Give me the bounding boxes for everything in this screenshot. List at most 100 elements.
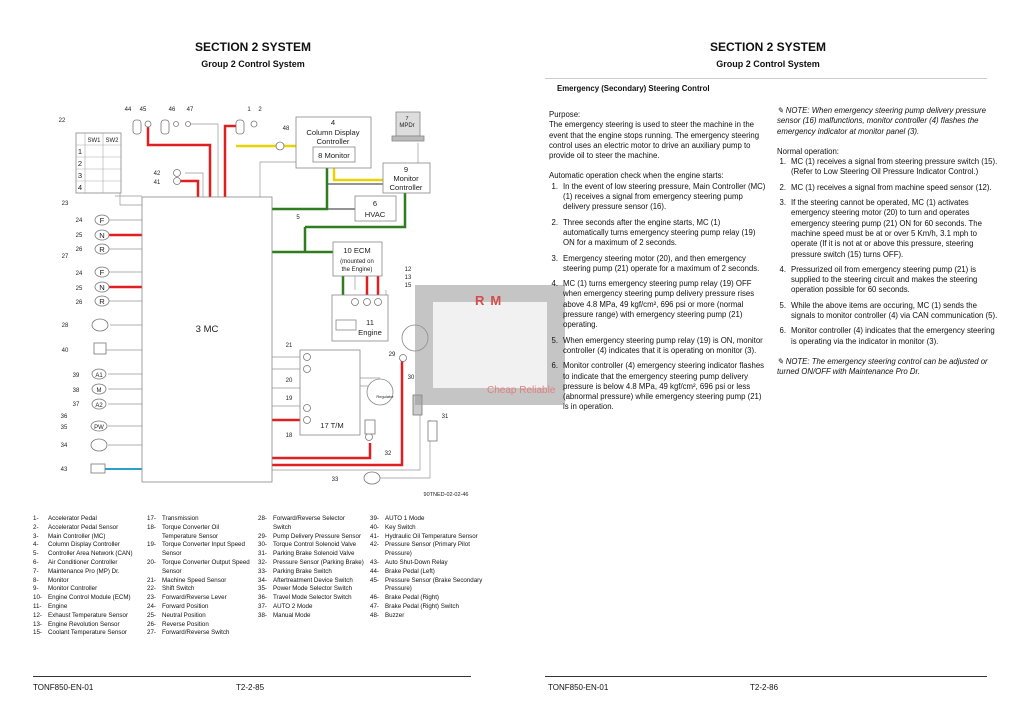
diagram-label: N (99, 231, 104, 240)
diagram-label: Column Display (306, 128, 359, 137)
legend-label: Forward/Reverse Lever (162, 594, 227, 602)
diagram-label: 2 (78, 159, 82, 168)
diagram-label: 6 (373, 199, 377, 208)
diagram-label: 22 (59, 118, 66, 124)
diagram-label: 21 (286, 343, 293, 349)
legend-number: 3- (33, 532, 39, 540)
legend-item: 17-Transmission (147, 515, 253, 524)
diagram-label: 17 T/M (320, 421, 344, 430)
legend-number: 19- (147, 541, 156, 549)
legend-label: Pressure Sensor (Parking Brake) (273, 558, 364, 566)
legend-label: Engine Revolution Sensor (48, 620, 120, 628)
legend-number: 7- (33, 567, 39, 575)
legend-item: 18-Torque Converter Oil Temperature Sens… (147, 524, 253, 542)
diagram-label: 15 (405, 283, 412, 289)
legend-label: Manual Mode (273, 611, 311, 619)
diagram-label: HVAC (365, 210, 386, 219)
footer-code: TONF850-EN-01 (548, 683, 609, 692)
diagram-label: 34 (61, 443, 68, 449)
legend-number: 21- (147, 576, 156, 584)
diagram-label: 33 (332, 477, 339, 483)
step-text: Monitor controller (4) emergency steerin… (563, 361, 765, 412)
legend-label: Shift Switch (162, 585, 195, 593)
legend-item: 28-Forward/Reverse Selector Switch (258, 515, 364, 533)
diagram-label: 20 (286, 378, 293, 384)
legend-number: 45- (370, 576, 379, 584)
legend-number: 42- (370, 541, 379, 549)
diagram-label: 18 (286, 433, 293, 439)
diagram-label: NOTE: The emergency steering control can… (777, 356, 988, 377)
legend-number: 41- (370, 532, 379, 540)
step-number: 5. (551, 335, 558, 345)
shift-switch-table (75, 132, 122, 194)
legend-item: 11- Engine (33, 603, 141, 612)
footer-code: TONF850-EN-01 (33, 683, 94, 692)
step-number: 2. (779, 182, 786, 192)
legend-item: 21- Machine Speed Sensor (147, 577, 253, 586)
step-item: 3.Emergency steering motor (20), and the… (549, 254, 767, 275)
legend-item: 2-Accelerator Pedal Sensor (33, 524, 141, 533)
legend-label: Parking Brake Solenoid Valve (273, 550, 355, 558)
step-text: MC (1) receives a signal from machine sp… (791, 182, 992, 192)
legend-number: 34- (258, 576, 267, 584)
footer-divider (33, 676, 471, 677)
legend-label: Monitor (48, 576, 69, 584)
legend-label: Pump Delivery Pressure Sensor (273, 532, 362, 540)
page-title: Emergency (Secondary) Steering Control (557, 84, 710, 93)
legend-label: Maintenance Pro (MP) Dr. (48, 567, 120, 575)
page-number: T2-2-85 (236, 683, 265, 692)
legend-item: 43-Auto Shut-Down Relay (370, 559, 488, 568)
legend-number: 44- (370, 567, 379, 575)
note-pencil-icon: ✎ (777, 106, 786, 115)
diagram-label: 31 (442, 414, 449, 420)
legend-label: Torque Converter Oil Temperature Sensor (162, 523, 220, 540)
legend-number: 11- (33, 602, 42, 610)
diagram-label: SW2 (105, 138, 119, 144)
step-text: In the event of low steering pressure, M… (563, 181, 766, 212)
legend-item: 42- Pressure Sensor (Primary Pilot Pressu… (370, 541, 488, 559)
diagram-label: 39 (73, 373, 80, 379)
normal-op-label: Normal operation: (777, 146, 839, 156)
legend-label: Brake Pedal (Right) Switch (385, 602, 459, 610)
legend-label: Engine (48, 602, 68, 610)
right-column: ✎ NOTE: When emergency steering pump del… (777, 106, 999, 383)
step-number: 3. (779, 198, 786, 208)
legend-item: 9-Monitor Controller (33, 585, 141, 594)
step-text: While the above items are occuring, MC (… (791, 300, 998, 321)
legend-item: 44-Brake Pedal (Left) (370, 568, 488, 577)
legend-label: Auto Shut-Down Relay (385, 558, 448, 566)
diagram-label: R (99, 297, 105, 306)
legend-label: Controller Area Network (CAN) (48, 550, 133, 558)
legend-item: 33-Parking Brake Switch (258, 568, 364, 577)
legend-item: 34-Aftertreatment Device Switch (258, 577, 364, 586)
step-number: 2. (551, 217, 558, 227)
regulator-pump-icon (366, 378, 394, 406)
legend-item: 35-Power Mode Selector Switch (258, 585, 364, 594)
legend-number: 32- (258, 558, 267, 566)
legend-label: Parking Brake Switch (273, 567, 332, 575)
diagram-label: 32 (385, 451, 392, 457)
legend-item: 3-Main Controller (MC) (33, 533, 141, 542)
legend-label: Power Mode Selector Switch (273, 585, 353, 593)
legend-item: 24-Forward Position (147, 603, 253, 612)
legend-number: 37- (258, 602, 267, 610)
group-heading: Group 2 Control System (201, 59, 305, 69)
legend-label: Machine Speed Sensor (162, 576, 227, 584)
step-number: 1. (551, 181, 558, 191)
legend-item: 32- Pressure Sensor (Parking Brake) (258, 559, 364, 568)
legend-number: 36- (258, 594, 267, 602)
legend-item: 27-Forward/Reverse Switch (147, 629, 253, 638)
legend-number: 5- (33, 550, 39, 558)
diagram-label: 41 (154, 180, 161, 186)
diagram-label: MPDr (399, 123, 414, 129)
step-item: 2.Three seconds after the engine starts,… (549, 218, 767, 249)
diagram-label: 2 (258, 107, 262, 113)
legend-item: 47-Brake Pedal (Right) Switch (370, 603, 488, 612)
legend-label: Pressure Sensor (Primary Pilot Pressure) (385, 541, 470, 558)
control-system-diagram: 3 MC 4 Column Display Controller 8 Monit… (59, 107, 469, 498)
diagram-label: PW (94, 425, 104, 431)
